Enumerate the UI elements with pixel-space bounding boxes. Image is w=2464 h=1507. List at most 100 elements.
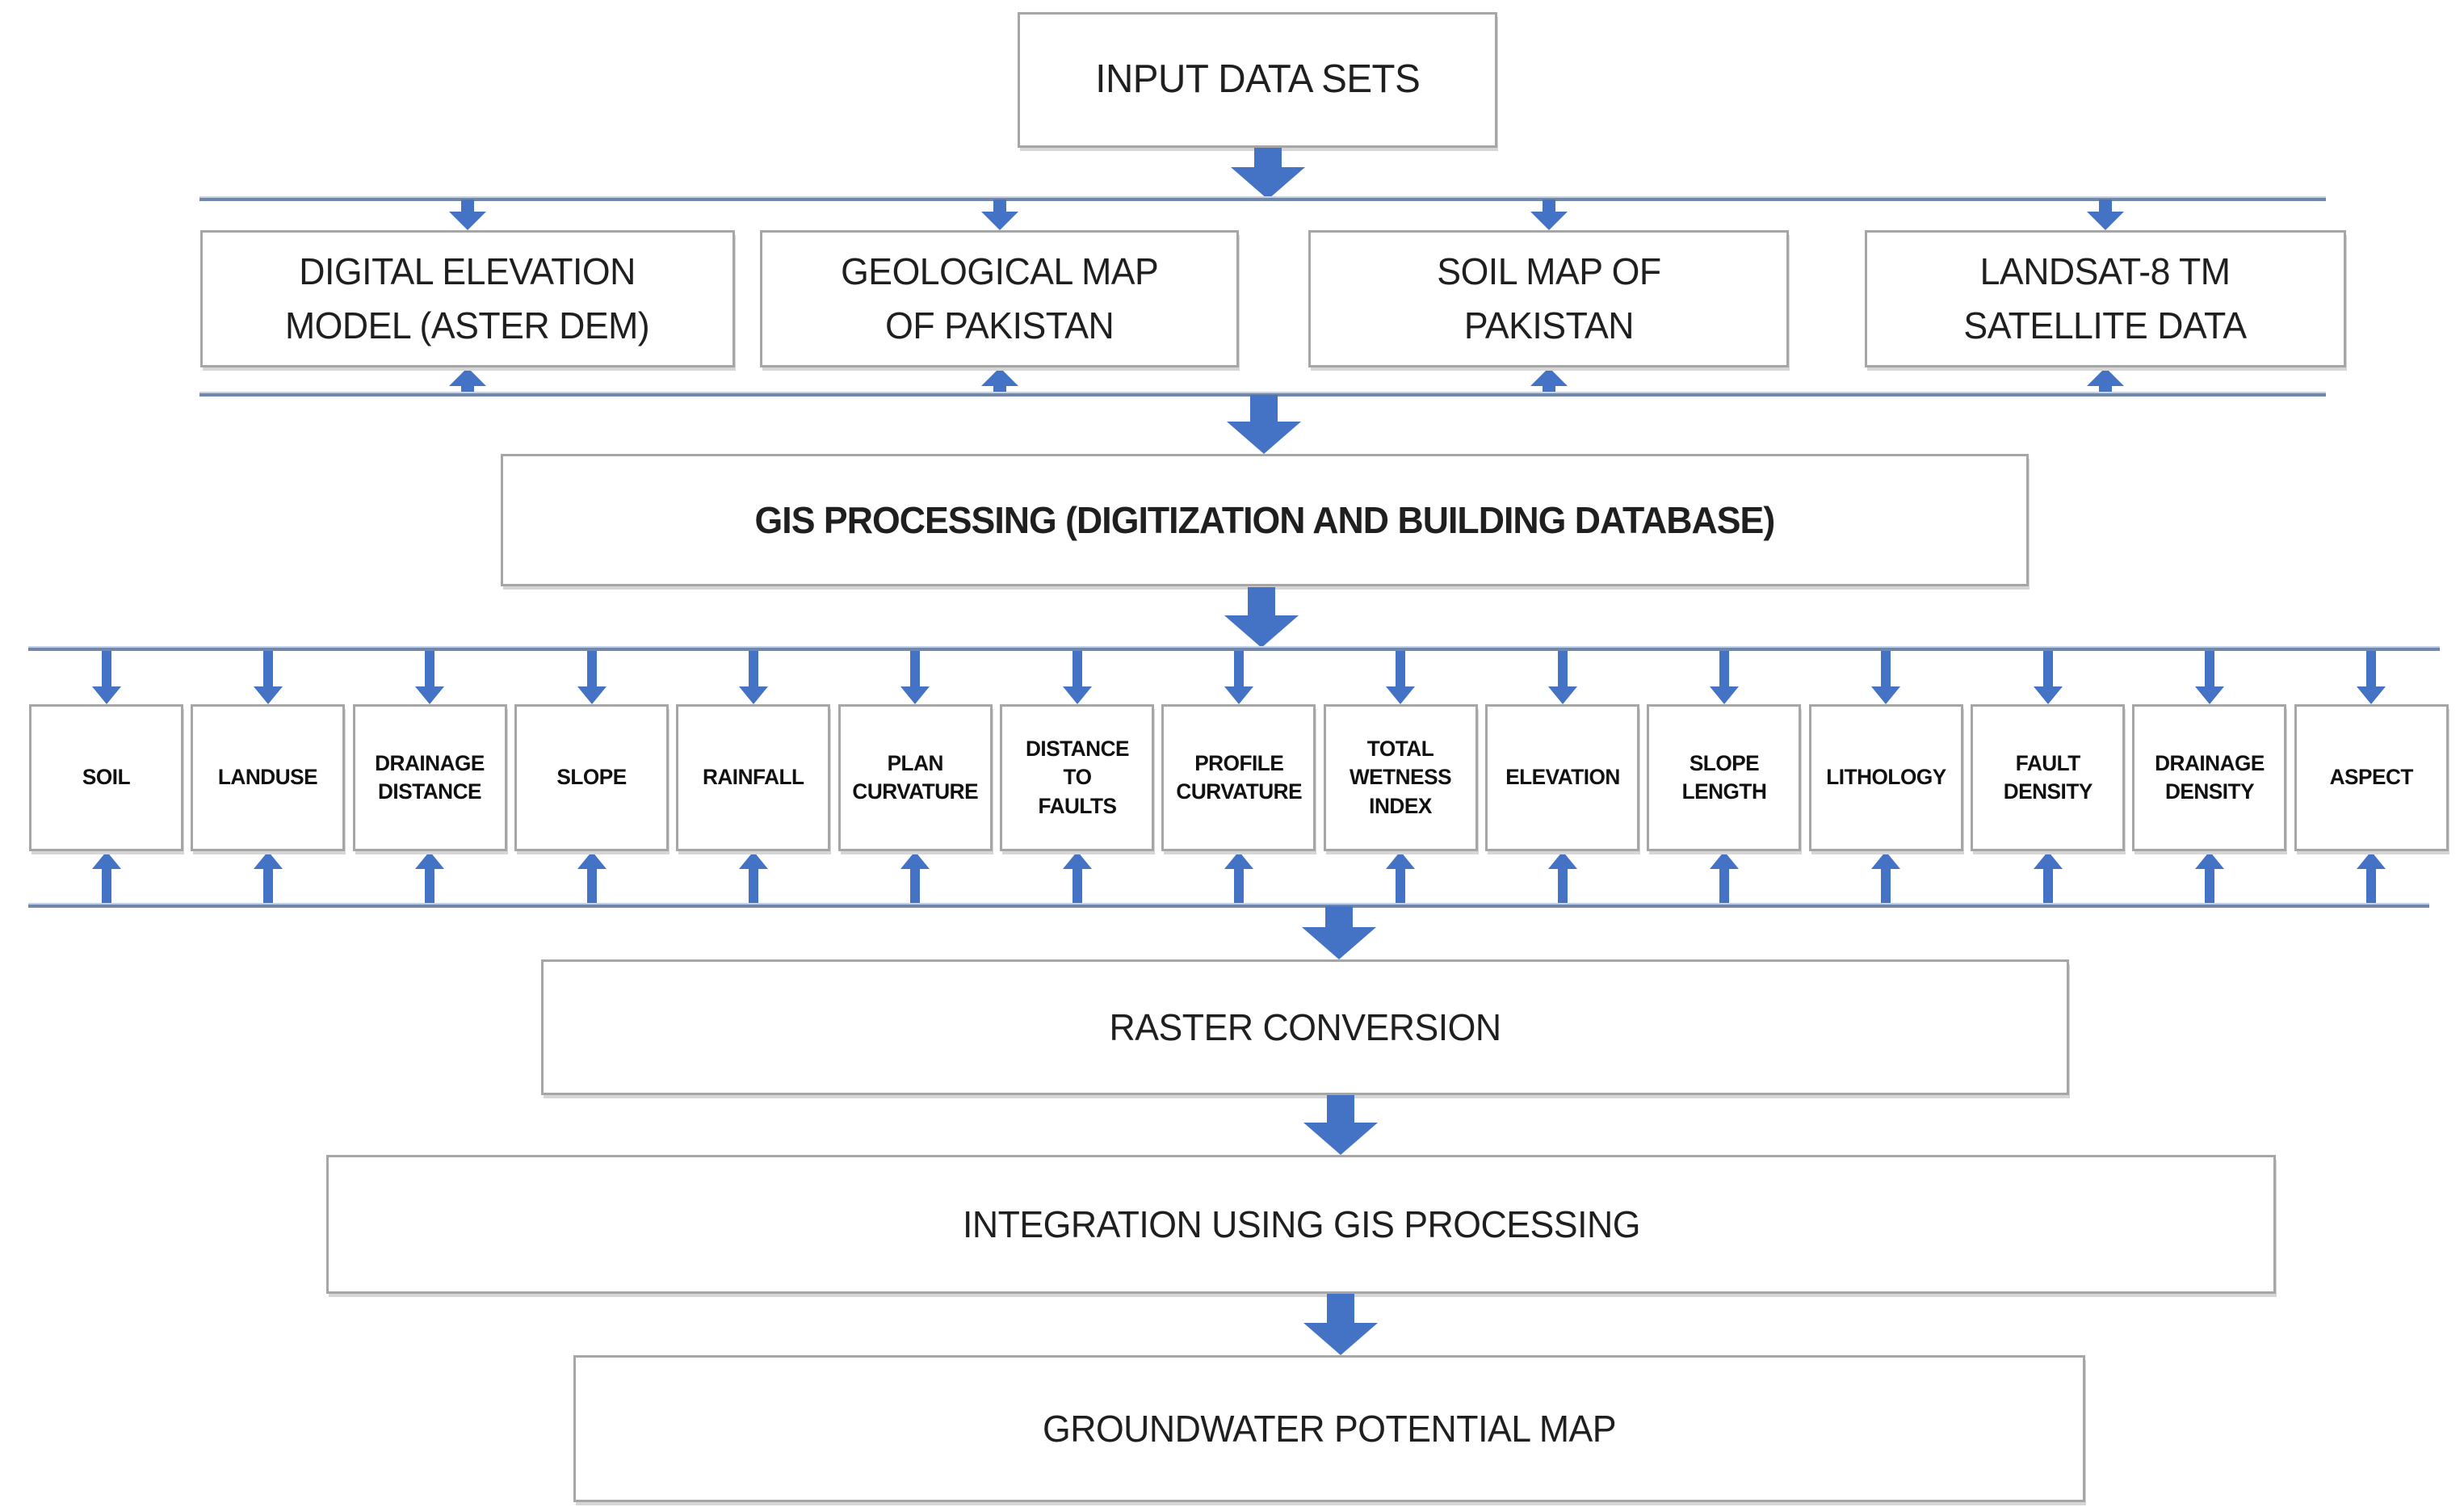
arrow-head xyxy=(1386,686,1416,704)
arrow-down-icon xyxy=(91,651,121,704)
arrow-shaft xyxy=(425,869,435,905)
arrow-down-icon xyxy=(1386,651,1416,704)
arrow-shaft xyxy=(748,869,758,905)
arrow-shaft xyxy=(2366,869,2377,905)
node-soil-map-label: SOIL MAP OF PAKISTAN xyxy=(1436,250,1661,346)
arrow-head xyxy=(1386,851,1416,869)
arrow-head xyxy=(900,686,930,704)
arrow-head xyxy=(738,686,768,704)
arrow-head xyxy=(2087,367,2124,386)
arrow-head xyxy=(253,686,283,704)
arrow-down-icon xyxy=(253,651,283,704)
arrow-shaft xyxy=(993,386,1006,393)
arrow-shaft xyxy=(1254,148,1282,167)
arrow-shaft xyxy=(2204,869,2214,905)
arrow-head xyxy=(91,686,121,704)
factor-cell-7: PROFILE CURVATURE xyxy=(1161,651,1316,905)
arrow-up-icon xyxy=(980,367,1018,393)
arrow-down-icon xyxy=(2087,199,2124,230)
arrow-shaft xyxy=(262,869,273,905)
arrow-shaft xyxy=(2204,651,2214,686)
arrow-down-icon xyxy=(738,651,768,704)
arrow-shaft xyxy=(1233,651,1244,686)
factor-label: LANDUSE xyxy=(218,765,318,790)
arrow-head xyxy=(1231,167,1305,199)
factor-label: SLOPE xyxy=(556,765,627,790)
factor-box: DRAINAGE DENSITY xyxy=(2132,704,2287,851)
arrow-down-icon xyxy=(1303,1095,1378,1155)
arrow-up-icon xyxy=(1530,367,1568,393)
arrow-down-icon xyxy=(415,651,445,704)
factor-box: PROFILE CURVATURE xyxy=(1161,704,1316,851)
arrow-up-icon xyxy=(900,851,930,905)
arrow-shaft xyxy=(1396,651,1406,686)
arrow-head xyxy=(1224,851,1253,869)
factor-label: DISTANCE TO FAULTS xyxy=(1025,737,1130,818)
arrow-head xyxy=(1224,686,1253,704)
factor-cell-12: FAULT DENSITY xyxy=(1971,651,2126,905)
factor-label: FAULT DENSITY xyxy=(2003,750,2093,804)
arrow-up-icon xyxy=(2357,851,2386,905)
factor-label: DRAINAGE DENSITY xyxy=(2155,750,2265,804)
factor-label: TOTAL WETNESS INDEX xyxy=(1350,737,1452,818)
arrow-down-icon xyxy=(1062,651,1092,704)
factor-cell-11: LITHOLOGY xyxy=(1808,651,1963,905)
arrow-shaft xyxy=(262,651,273,686)
arrow-down-icon xyxy=(1871,651,1901,704)
arrow-head xyxy=(980,367,1018,386)
arrow-shaft xyxy=(1327,1294,1354,1323)
factor-cell-0: SOIL xyxy=(29,651,183,905)
arrow-head xyxy=(91,851,121,869)
factor-cell-14: ASPECT xyxy=(2294,651,2449,905)
factor-cell-2: DRAINAGE DISTANCE xyxy=(352,651,507,905)
node-gis-processing: GIS PROCESSING (DIGITIZATION AND BUILDIN… xyxy=(501,454,2029,586)
arrow-up-icon xyxy=(1062,851,1092,905)
arrow-head xyxy=(1303,1323,1378,1355)
factor-cell-5: PLAN CURVATURE xyxy=(837,651,993,905)
arrow-head xyxy=(1530,212,1568,230)
factor-cell-6: DISTANCE TO FAULTS xyxy=(1000,651,1155,905)
factor-cell-3: SLOPE xyxy=(514,651,670,905)
factor-row: SOIL LANDUSE DRAINAGE DISTANCE SLOPE xyxy=(29,651,2449,905)
arrow-down-icon xyxy=(900,651,930,704)
node-input-data-sets: INPUT DATA SETS xyxy=(1018,12,1497,148)
arrow-head xyxy=(1302,927,1376,959)
arrow-up-icon xyxy=(2087,367,2124,393)
arrow-up-icon xyxy=(415,851,445,905)
node-integration: INTEGRATION USING GIS PROCESSING xyxy=(326,1155,2276,1294)
arrow-up-icon xyxy=(1547,851,1577,905)
arrow-shaft xyxy=(1542,386,1555,393)
node-landsat-satellite-data-label: LANDSAT-8 TM SATELLITE DATA xyxy=(1963,250,2248,346)
factor-box: RAINFALL xyxy=(676,704,831,851)
arrow-down-icon xyxy=(1530,199,1568,230)
arrow-up-icon xyxy=(1871,851,1901,905)
arrow-head xyxy=(2357,686,2386,704)
arrow-head xyxy=(2033,686,2063,704)
arrow-shaft xyxy=(1557,651,1568,686)
factor-box: PLAN CURVATURE xyxy=(837,704,993,851)
node-landsat-satellite-data: LANDSAT-8 TM SATELLITE DATA xyxy=(1865,230,2346,367)
factor-cell-10: SLOPE LENGTH xyxy=(1647,651,1802,905)
source-cell-dem: DIGITAL ELEVATION MODEL (ASTER DEM) xyxy=(200,199,735,393)
arrow-down-icon xyxy=(1303,1294,1378,1355)
arrow-down-icon xyxy=(1547,651,1577,704)
node-gis-processing-label: GIS PROCESSING (DIGITIZATION AND BUILDIN… xyxy=(754,498,1776,541)
arrow-head xyxy=(1530,367,1568,386)
arrow-shaft xyxy=(586,651,597,686)
arrow-head xyxy=(1227,422,1301,454)
arrow-shaft xyxy=(1881,869,1891,905)
node-input-data-sets-label: INPUT DATA SETS xyxy=(1094,57,1421,102)
arrow-up-icon xyxy=(2194,851,2224,905)
arrow-shaft xyxy=(1250,395,1278,422)
arrow-head xyxy=(2357,851,2386,869)
node-soil-map: SOIL MAP OF PAKISTAN xyxy=(1308,230,1789,367)
arrow-down-icon xyxy=(2194,651,2224,704)
node-geological-map: GEOLOGICAL MAP OF PAKISTAN xyxy=(760,230,1239,367)
arrow-head xyxy=(2087,212,2124,230)
arrow-up-icon xyxy=(1224,851,1253,905)
arrow-shaft xyxy=(586,869,597,905)
arrow-shaft xyxy=(2099,386,2112,393)
factor-cell-1: LANDUSE xyxy=(191,651,346,905)
arrow-down-icon xyxy=(1224,651,1253,704)
